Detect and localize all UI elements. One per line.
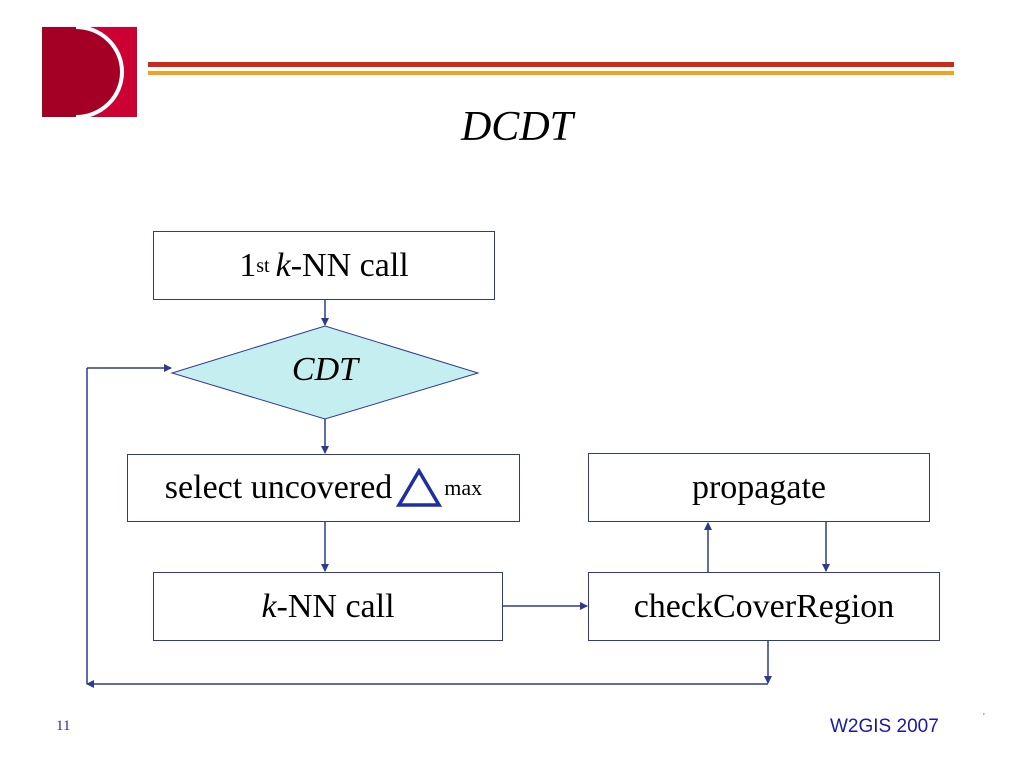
first-call-ordinal: 1 [239,246,257,284]
triangle-icon [396,468,443,507]
header-rule-red [148,62,954,67]
decision-diamond [170,325,480,420]
select-subscript: max [444,475,483,500]
knn-call-k: k [261,587,277,625]
footer-tick-mark: ' [983,712,985,723]
propagate-label: propagate [691,468,827,506]
select-uncovered-box: select uncovered max [127,454,520,522]
footer-text: W2GIS 2007 [830,716,939,737]
check-cover-region-box: checkCoverRegion [588,572,940,641]
first-call-rest: -NN call [290,246,409,284]
slide-title: DCDT [460,104,574,150]
select-text: select uncovered [164,469,393,506]
header-rule-orange [148,71,954,75]
conference-logo [42,27,137,117]
check-label: checkCoverRegion [633,587,895,625]
propagate-box: propagate [588,453,930,522]
decision-label: CDT [291,351,359,388]
slide-number: 11 [56,718,71,734]
knn-call-rest: -NN call [276,587,395,625]
first-call-k: k [275,246,291,284]
knn-call-box: k-NN call [153,572,503,641]
